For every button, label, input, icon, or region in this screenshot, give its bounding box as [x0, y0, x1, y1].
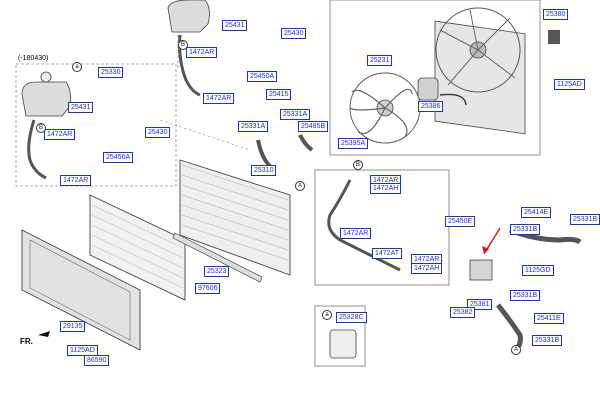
part-label-25395A[interactable]: 25395A: [338, 138, 369, 149]
part-label-25381[interactable]: 25381: [467, 299, 493, 310]
part-label-25310[interactable]: 25310: [251, 165, 277, 176]
hoses-art: [256, 134, 582, 354]
part-label-1472AR-top-2[interactable]: 1472AR: [203, 93, 235, 104]
part-label-25430-left[interactable]: 25430: [145, 127, 171, 138]
part-label-25450A-left[interactable]: 25450A: [103, 152, 134, 163]
ref-circle-A-3: A: [511, 345, 521, 355]
part-label-25431-top[interactable]: 25431: [222, 20, 248, 31]
condenser-art: [89, 194, 186, 301]
ref-circle-a-1: a: [72, 62, 82, 72]
hose-group-box: [314, 169, 450, 286]
part-label-1125AD[interactable]: 1125AD: [554, 79, 585, 90]
part-label-25331A-a[interactable]: 25331A: [238, 121, 269, 132]
part-label-97606[interactable]: 97606: [195, 283, 221, 294]
sticker-art: [329, 329, 357, 359]
part-label-25331B-d[interactable]: 25331B: [532, 335, 563, 346]
part-label-1472AR-left[interactable]: 1472AR: [44, 129, 76, 140]
part-label-25485B[interactable]: 25485B: [298, 121, 329, 132]
part-label-1472AR-top[interactable]: 1472AR: [186, 47, 218, 58]
part-label-1125AD-b[interactable]: 1125AD: [67, 345, 98, 356]
ref-circle-B-1: B: [178, 40, 188, 50]
part-label-25414E[interactable]: 25414E: [521, 207, 552, 218]
ref-circle-a-4: a: [322, 310, 332, 320]
part-label-25431-left[interactable]: 25431: [68, 102, 94, 113]
variant-note: (-180430): [18, 55, 49, 62]
radiator-art: [179, 159, 291, 276]
seal-strip-art: [172, 232, 263, 283]
part-label-25450A-top[interactable]: 25450A: [247, 71, 278, 82]
direction-label: FR.: [20, 337, 33, 346]
part-label-1472AR-left-2[interactable]: 1472AR: [60, 175, 92, 186]
part-label-25331B[interactable]: 25331B: [570, 214, 600, 225]
part-label-29135[interactable]: 29135: [60, 321, 86, 332]
ref-circle-B-3: B: [353, 160, 363, 170]
part-label-1472AT[interactable]: 1472AT: [372, 248, 402, 259]
ref-circle-B-2: B: [36, 123, 46, 133]
sticker-inset-box: [314, 305, 366, 367]
part-label-25331B-b[interactable]: 25331B: [510, 224, 541, 235]
reservoir-left-art: [21, 71, 71, 180]
part-label-1472AR-mid-2[interactable]: 1472AR: [340, 228, 372, 239]
part-label-25415[interactable]: 25415: [266, 89, 292, 100]
part-label-25328C[interactable]: 25328C: [336, 312, 367, 323]
part-label-86590[interactable]: 86590: [84, 355, 110, 366]
part-label-25331B-c[interactable]: 25331B: [510, 290, 541, 301]
part-label-25382[interactable]: 25382: [450, 307, 476, 318]
fan-group-box: [329, 0, 541, 156]
air-guard-art: [21, 229, 141, 351]
part-label-25386[interactable]: 25386: [418, 101, 444, 112]
part-label-1125GD[interactable]: 1125GD: [522, 265, 554, 276]
part-label-25380[interactable]: 25380: [543, 9, 569, 20]
fan-art: [349, 7, 560, 144]
part-label-25323[interactable]: 25323: [204, 266, 230, 277]
part-label-1472AH-mid-2[interactable]: 1472AH: [411, 263, 443, 274]
part-label-25411E[interactable]: 25411E: [534, 313, 564, 324]
part-label-25231[interactable]: 25231: [367, 55, 393, 66]
part-label-25450E[interactable]: 25450E: [445, 216, 476, 227]
part-label-25430-top[interactable]: 25430: [281, 28, 307, 39]
part-label-25331A-b[interactable]: 25331A: [280, 109, 311, 120]
ref-circle-A-2: A: [295, 181, 305, 191]
direction-arrow: [38, 331, 50, 337]
part-label-25330[interactable]: 25330: [98, 67, 124, 78]
reservoir-variant-box: [15, 63, 177, 187]
part-label-1472AH-mid[interactable]: 1472AH: [370, 183, 402, 194]
